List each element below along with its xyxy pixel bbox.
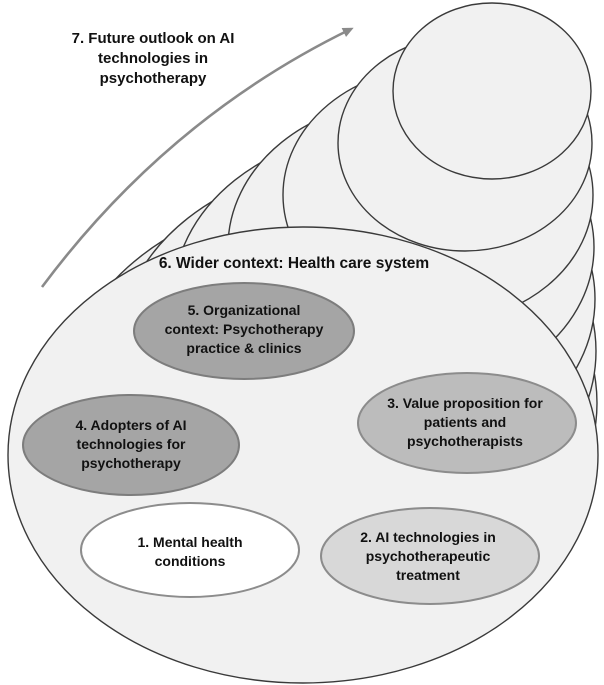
ai-technologies-ellipse	[320, 507, 540, 605]
organizational-context-ellipse	[133, 282, 355, 380]
adopters-of-ai-label-line3: psychotherapy	[81, 455, 181, 471]
ai-technologies-label-line1: 2. AI technologies in	[360, 529, 496, 545]
inner-topic-ellipses	[22, 282, 577, 605]
organizational-context-label-line3: practice & clinics	[186, 340, 301, 356]
adopters-of-ai-label-line1: 4. Adopters of AI	[76, 417, 187, 433]
value-proposition-label-line3: psychotherapists	[407, 433, 523, 449]
mental-health-label-line2: conditions	[155, 553, 226, 569]
value-proposition-ellipse	[357, 372, 577, 474]
adopters-of-ai-label-line2: technologies for	[77, 436, 186, 452]
context-layer-ellipse-7	[392, 2, 592, 180]
mental-health-label-line1: 1. Mental health	[137, 534, 242, 550]
future-outlook-label-line1: 7. Future outlook on AI	[72, 30, 235, 47]
ai-technologies-label-line3: treatment	[396, 567, 460, 583]
value-proposition-label-line1: 3. Value proposition for	[387, 395, 543, 411]
future-outlook-label-line3: psychotherapy	[100, 70, 207, 87]
future-outlook-arrow	[40, 27, 354, 288]
adopters-of-ai-ellipse	[22, 394, 240, 496]
wider-context-label: 6. Wider context: Health care system	[159, 255, 429, 272]
organizational-context-label-line2: context: Psychotherapy	[165, 321, 324, 337]
ai-technologies-label-line2: psychotherapeutic	[366, 548, 491, 564]
organizational-context-label-line1: 5. Organizational	[188, 302, 301, 318]
mental-health-ellipse	[80, 502, 300, 598]
diagram-labels: 7. Future outlook on AI technologies in …	[72, 30, 544, 583]
future-outlook-label-line2: technologies in	[98, 50, 208, 67]
value-proposition-label-line2: patients and	[424, 414, 506, 430]
